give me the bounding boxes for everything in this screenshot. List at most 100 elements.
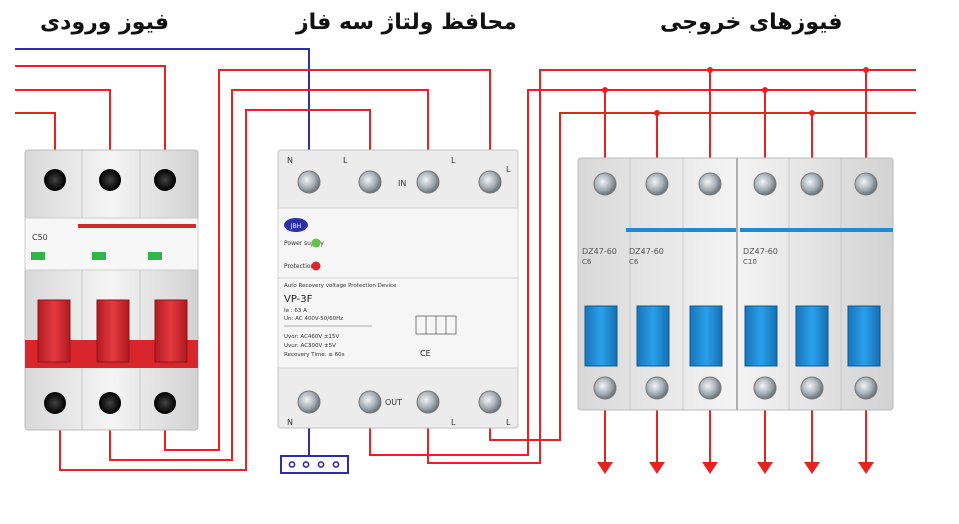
screw-icon <box>416 390 440 414</box>
status-window <box>148 252 162 260</box>
protection-led <box>311 261 321 271</box>
toggle-lever[interactable] <box>584 305 618 367</box>
phase-wire <box>369 89 916 456</box>
red-stripe <box>78 224 196 228</box>
output-breaker-model: DZ47-60 <box>629 247 664 256</box>
overvoltage-spec: Uvor: AC460V ±15V <box>284 334 340 340</box>
screw-icon <box>154 169 176 191</box>
screw-icon <box>854 376 878 400</box>
protector-label-l2-top: L <box>451 156 456 165</box>
undervoltage-spec: Uvur: AC300V ±5V <box>284 343 336 349</box>
voltage-protector-title: محافظ ولتاژ سه فاز <box>296 10 517 35</box>
screw-icon <box>698 172 722 196</box>
toggle-lever[interactable] <box>847 305 881 367</box>
protector-label-l3-top: L <box>506 165 511 174</box>
screw-icon <box>99 169 121 191</box>
toggle-lever[interactable] <box>636 305 670 367</box>
brand-logo <box>284 218 308 232</box>
status-window <box>92 252 106 260</box>
screw-icon <box>854 172 878 196</box>
toggle-lever[interactable] <box>96 299 130 363</box>
protector-label-l3-bottom: L <box>506 418 511 427</box>
toggle-lever[interactable] <box>744 305 778 367</box>
screw-icon <box>753 376 777 400</box>
input-breaker: C50 <box>24 149 199 431</box>
protector-label-l1-top: L <box>343 156 348 165</box>
breaker-body <box>577 157 894 411</box>
protector-label-n-bottom: N <box>287 418 293 427</box>
junction-dot <box>602 87 608 93</box>
toggle-lever[interactable] <box>37 299 71 363</box>
screw-icon <box>358 170 382 194</box>
output-fuses-title: فیوزهای خروجی <box>660 10 843 35</box>
protection-label: Protection <box>284 263 315 270</box>
neutral-wire <box>15 48 310 182</box>
screw-icon <box>753 172 777 196</box>
wiring-symbol <box>415 315 457 335</box>
screw-icon <box>478 390 502 414</box>
phase-wire <box>15 89 111 170</box>
screw-icon <box>358 390 382 414</box>
output-breaker-rating: C10 <box>743 258 757 266</box>
output-breaker-rating: C6 <box>629 258 639 266</box>
protector-label-l2-bottom: L <box>451 418 456 427</box>
power-led <box>311 238 321 248</box>
screw-icon <box>44 392 66 414</box>
recovery-time: Recovery Time: ≤ 60s <box>284 352 345 358</box>
output-breaker-model: DZ47-60 <box>582 247 617 256</box>
arrow-down-icon <box>649 462 665 474</box>
phase-wire <box>164 69 491 451</box>
arrow-down-icon <box>702 462 718 474</box>
breaker-body <box>24 149 199 431</box>
ce-mark: CE <box>420 349 431 358</box>
screw-icon <box>645 376 669 400</box>
device-description: Auto Recovery voltage Protection Device <box>284 283 397 289</box>
input-breaker-rating: C50 <box>32 233 48 242</box>
screw-icon <box>297 170 321 194</box>
terminal-hole <box>302 461 310 468</box>
input-fuse-title: فیوز ورودی <box>40 10 169 35</box>
junction-dot <box>654 110 660 116</box>
output-breakers: DZ47-60 C6 DZ47-60 C6 DZ47-60 C10 <box>577 157 894 411</box>
arrow-down-icon <box>804 462 820 474</box>
screw-icon <box>297 390 321 414</box>
screw-icon <box>154 392 176 414</box>
power-supply-label: Power supply <box>284 240 324 247</box>
terminal-hole <box>317 461 325 468</box>
phase-wire <box>109 89 429 461</box>
neutral-terminal-block <box>280 455 349 474</box>
arrow-down-icon <box>757 462 773 474</box>
screw-icon <box>99 392 121 414</box>
phase-wire <box>427 69 916 464</box>
screw-icon <box>800 172 824 196</box>
junction-dot <box>809 110 815 116</box>
model-name: VP-3F <box>284 294 313 305</box>
screw-icon <box>698 376 722 400</box>
brand-logo-text: JBH <box>290 223 301 230</box>
screw-icon <box>593 376 617 400</box>
terminal-hole <box>332 461 340 468</box>
protector-label-n-top: N <box>287 156 293 165</box>
screw-icon <box>645 172 669 196</box>
phase-wire <box>15 65 166 170</box>
screw-icon <box>478 170 502 194</box>
status-window <box>31 252 45 260</box>
screw-icon <box>416 170 440 194</box>
phase-wire <box>59 109 371 471</box>
junction-dot <box>707 67 713 73</box>
arrow-down-icon <box>858 462 874 474</box>
junction-dot <box>863 67 869 73</box>
voltage-protector: N L IN L L JBH Power supply Protection A… <box>277 149 519 429</box>
protector-label-in: IN <box>398 179 406 188</box>
protector-label-out: OUT <box>385 398 402 407</box>
toggle-lever[interactable] <box>795 305 829 367</box>
toggle-lever[interactable] <box>689 305 723 367</box>
arrow-down-icon <box>597 462 613 474</box>
terminal-hole <box>288 461 296 468</box>
rated-voltage: Un: AC 400V-50/60Hz <box>284 316 343 322</box>
screw-icon <box>800 376 824 400</box>
screw-icon <box>44 169 66 191</box>
junction-dot <box>762 87 768 93</box>
toggle-lever[interactable] <box>154 299 188 363</box>
